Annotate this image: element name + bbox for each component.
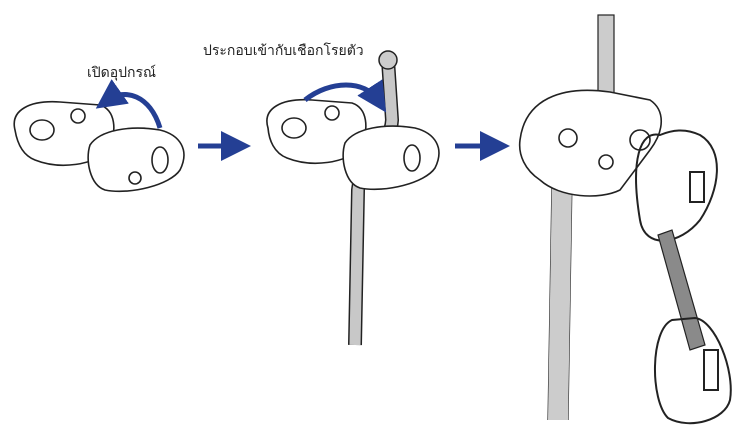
device-open xyxy=(13,100,185,193)
close-arrow xyxy=(303,79,387,113)
open-arrow xyxy=(95,79,163,129)
label-open-device: เปิดอุปกรณ์ xyxy=(87,65,157,81)
carabiner-bottom xyxy=(653,316,732,425)
sling xyxy=(657,229,706,351)
label-attach-rope: ประกอบเข้ากับเชือกโรยตัว xyxy=(203,43,364,59)
device-installed xyxy=(518,89,663,197)
rope-3 xyxy=(547,14,615,421)
carabiner-top xyxy=(635,129,718,242)
device-loaded xyxy=(266,98,440,191)
